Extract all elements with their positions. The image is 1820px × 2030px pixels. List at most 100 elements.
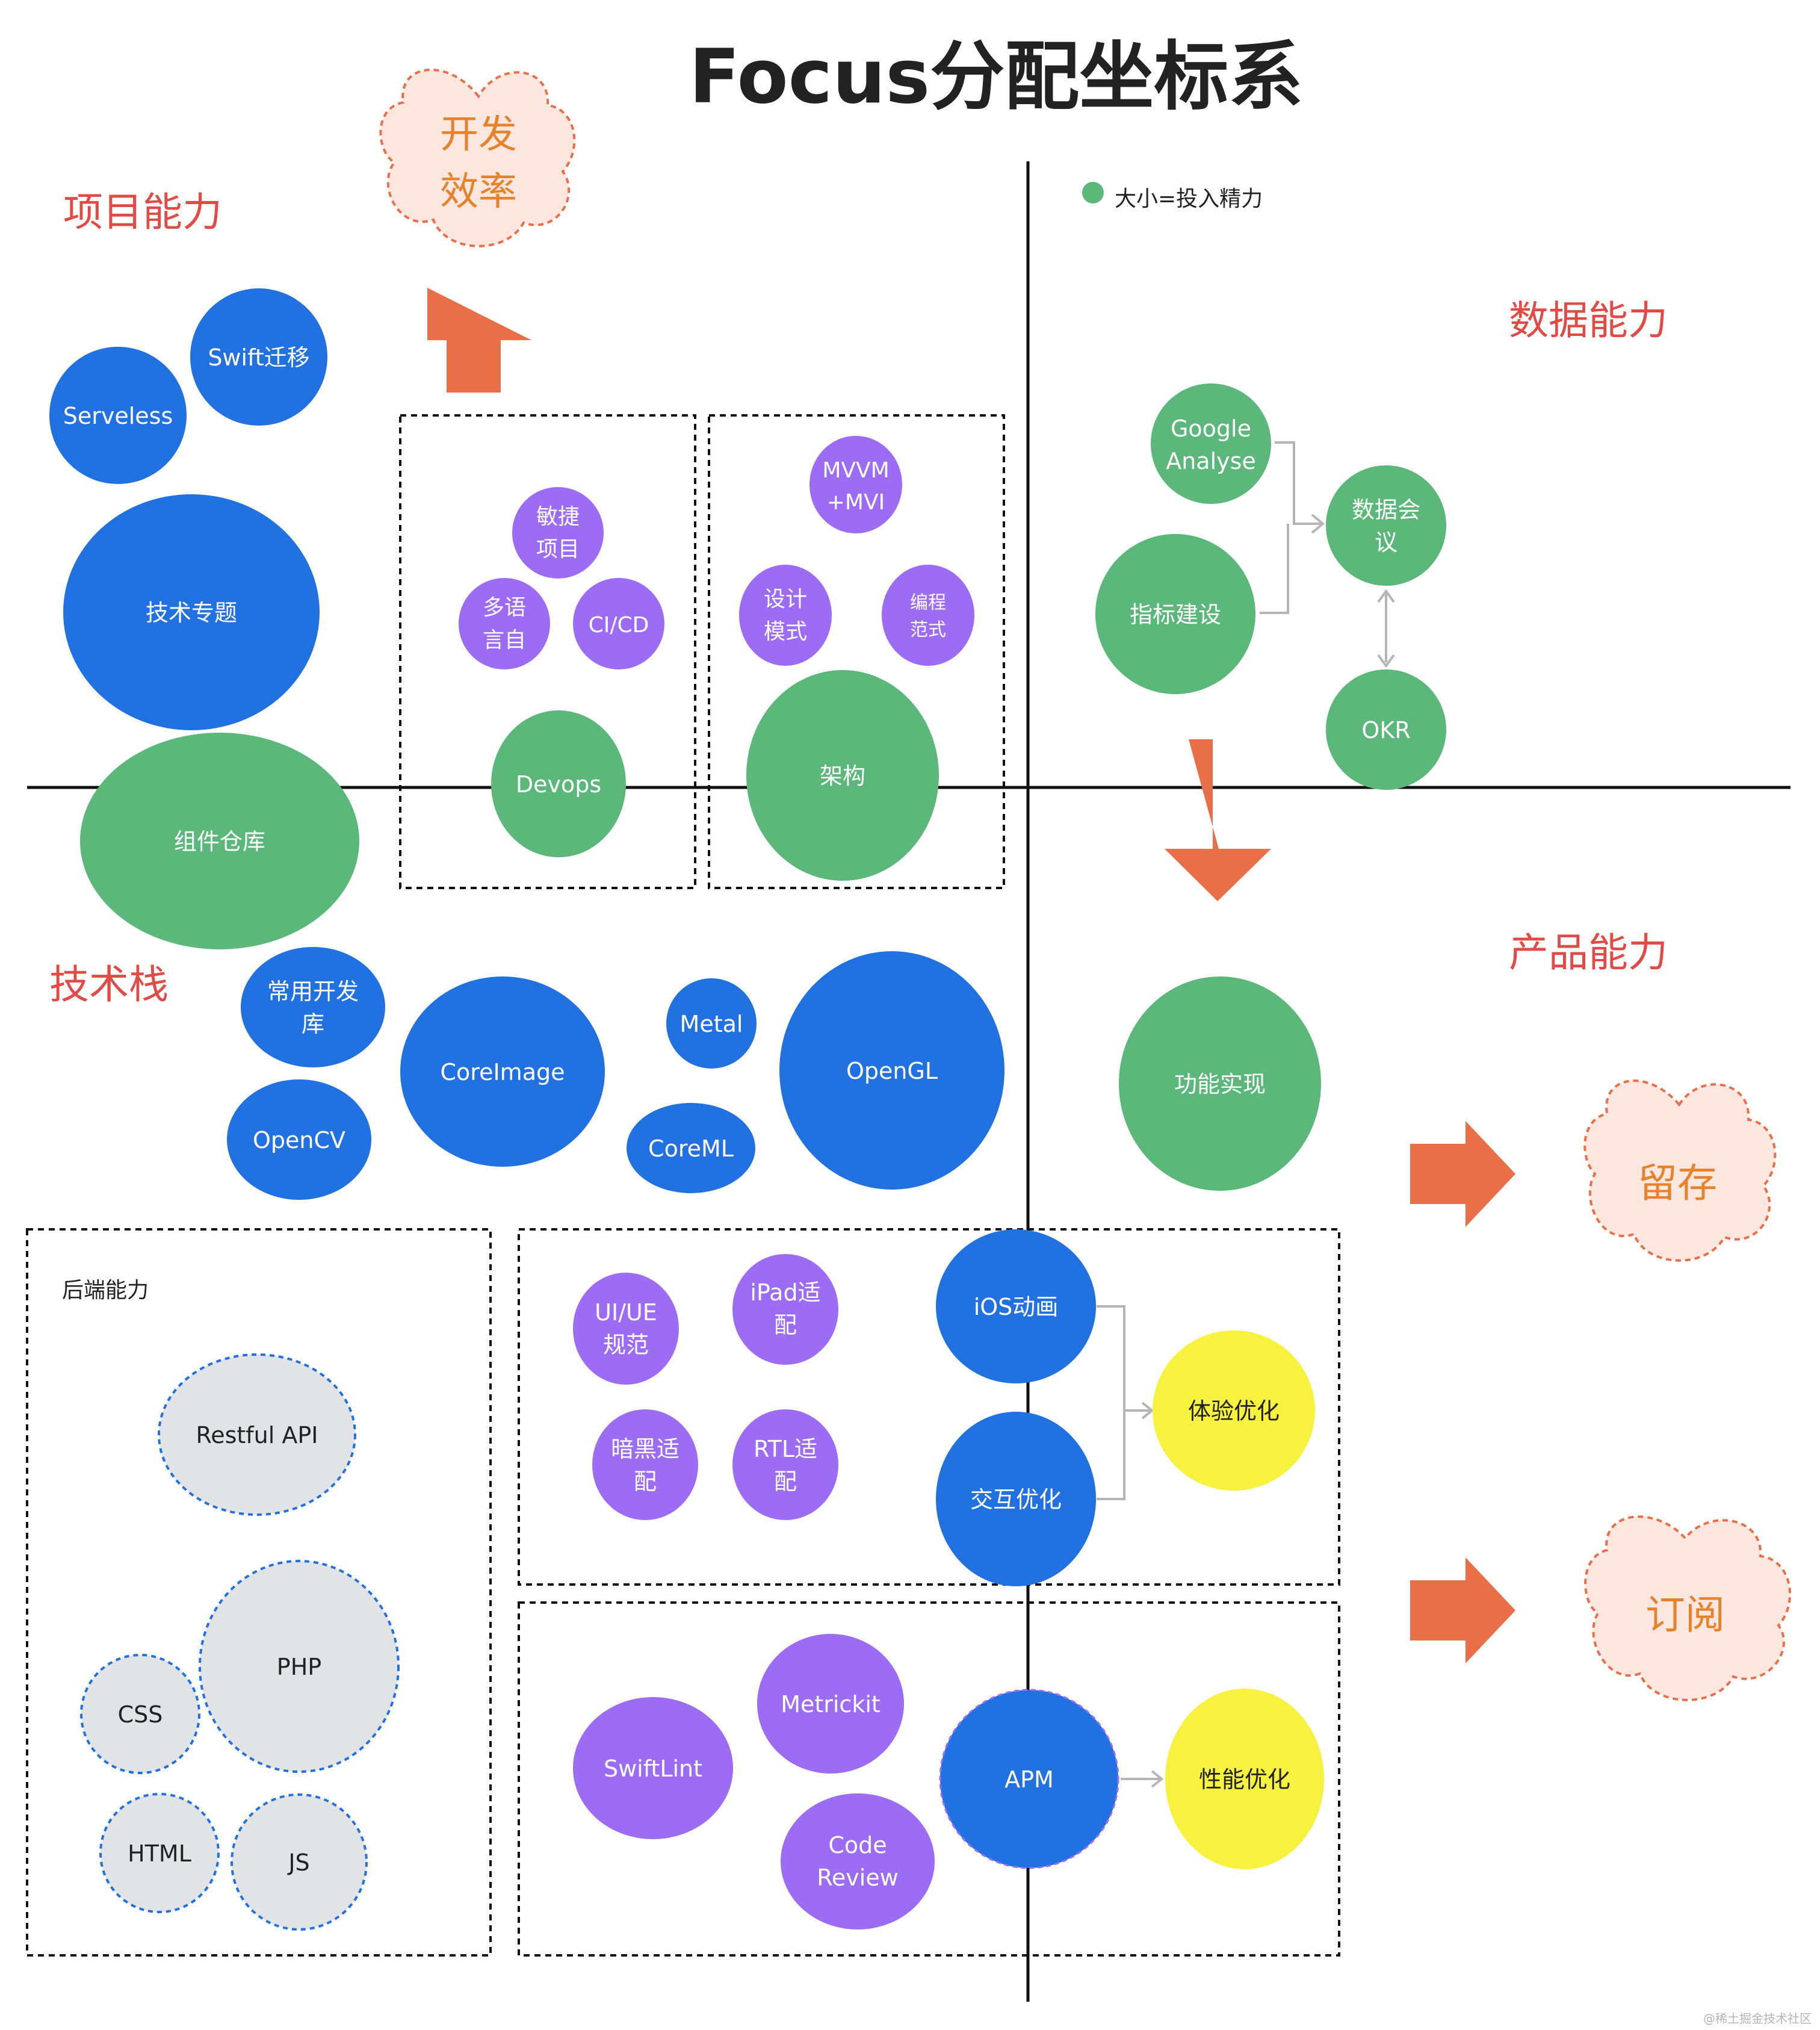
- performance-group-box: [518, 1601, 1340, 1957]
- node-label-common-1: 常用开发: [267, 978, 359, 1005]
- node-label-ga-1: Google: [1171, 415, 1251, 442]
- node-label-coreml: CoreML: [648, 1135, 734, 1162]
- node-label-apm: APM: [1004, 1766, 1054, 1793]
- node-architecture: [746, 670, 939, 881]
- node-label-html: HTML: [128, 1840, 191, 1867]
- connector-arrowhead-data: [1311, 514, 1325, 534]
- node-code-review: [781, 1793, 935, 1929]
- node-label-data-meeting-2: 议: [1375, 529, 1398, 556]
- node-label-php: PHP: [277, 1654, 321, 1680]
- node-ipad: [732, 1254, 838, 1365]
- node-interaction: [936, 1412, 1096, 1586]
- connector-arrowhead-up: [1377, 589, 1395, 603]
- node-label-dark-1: 暗黑适: [611, 1436, 679, 1462]
- node-opencv: [227, 1079, 371, 1200]
- experience-group-box: [518, 1228, 1340, 1586]
- node-label-rtl-1: RTL适: [754, 1436, 817, 1462]
- project-group-box: [399, 414, 696, 889]
- node-swiftlint: [573, 1697, 733, 1839]
- node-programming-paradigm: [882, 565, 974, 666]
- connector-ga: [1275, 441, 1321, 525]
- node-label-okr: OKR: [1361, 717, 1410, 743]
- node-php: [199, 1560, 400, 1773]
- cloud-label-dev: 开发: [440, 113, 517, 157]
- node-metric-building: [1095, 534, 1255, 694]
- node-component-repo: [80, 733, 359, 949]
- quadrant-label-tech: 技术栈: [49, 961, 169, 1008]
- node-dark-mode: [592, 1409, 698, 1520]
- watermark: @稀土掘金技术社区: [1703, 2011, 1812, 2026]
- node-label-perf: 性能优化: [1199, 1766, 1290, 1793]
- legend-dot: [1082, 182, 1104, 203]
- node-label-devops: Devops: [516, 771, 601, 798]
- node-metrickit: [757, 1634, 904, 1774]
- node-swift-migration: [190, 288, 327, 426]
- node-label-feature: 功能实现: [1174, 1071, 1266, 1097]
- node-label-design-1: 设计: [764, 587, 807, 612]
- node-apm: [939, 1689, 1119, 1869]
- page-title: Focus分配坐标系: [689, 34, 1303, 120]
- cloud-label-subscription: 订阅: [1645, 1592, 1725, 1638]
- node-label-paradigm-1: 编程: [910, 592, 946, 613]
- node-label-metric: 指标建设: [1130, 601, 1221, 628]
- node-label-css: CSS: [118, 1701, 163, 1728]
- cloud-label-efficiency: 效率: [440, 170, 517, 214]
- node-agile: [512, 487, 604, 579]
- node-label-uiue-2: 规范: [603, 1332, 649, 1358]
- node-label-opengl: OpenGL: [846, 1058, 938, 1084]
- node-label-opencv: OpenCV: [253, 1127, 345, 1153]
- node-label-ipad-1: iPad适: [750, 1279, 820, 1306]
- arrow-right-icon-retention: [1410, 1121, 1515, 1227]
- node-label-i18n-1: 多语: [483, 595, 526, 620]
- node-label-js: JS: [287, 1849, 309, 1876]
- node-coreml: [627, 1103, 755, 1193]
- node-i18n: [459, 578, 550, 669]
- node-label-mvvm-2: +MVI: [827, 490, 885, 515]
- connector-metric: [1260, 524, 1289, 614]
- node-label-mvvm-1: MVVM: [822, 458, 889, 483]
- cloud-retention: 留存: [1583, 1079, 1777, 1262]
- node-label-component: 组件仓库: [174, 828, 265, 855]
- node-label-codereview-2: Review: [817, 1864, 899, 1891]
- cloud-subscription: 订阅: [1584, 1515, 1792, 1701]
- arrow-down-icon: [1165, 739, 1271, 901]
- connector-arrowhead-experience: [1141, 1401, 1154, 1420]
- cloud-dev-efficiency: 开发 效率: [379, 69, 576, 247]
- node-data-meeting: [1326, 465, 1446, 586]
- node-label-cicd: CI/CD: [589, 613, 649, 638]
- quadrant-label-project: 项目能力: [63, 189, 222, 235]
- node-performance-opt: [1165, 1689, 1324, 1869]
- node-google-analyse: [1151, 383, 1271, 504]
- node-label-interaction: 交互优化: [970, 1486, 1062, 1513]
- node-ui-ue: [573, 1273, 679, 1385]
- backend-label: 后端能力: [62, 1278, 149, 1303]
- node-label-data-meeting-1: 数据会: [1352, 497, 1420, 523]
- node-label-agile-2: 项目: [536, 537, 580, 562]
- node-okr: [1326, 669, 1446, 790]
- node-label-paradigm-2: 范式: [910, 619, 946, 641]
- node-label-coreimage: CoreImage: [441, 1059, 565, 1085]
- arrow-right-icon-subscription: [1410, 1557, 1515, 1663]
- node-html: [99, 1793, 220, 1913]
- node-js: [231, 1793, 368, 1931]
- node-label-rtl-2: 配: [774, 1468, 797, 1495]
- node-css: [80, 1654, 200, 1774]
- node-label-dark-2: 配: [634, 1468, 657, 1495]
- node-label-arch: 架构: [820, 763, 865, 789]
- node-label-metrickit: Metrickit: [781, 1691, 881, 1718]
- node-serveless: [49, 347, 187, 484]
- node-label-experience: 体验优化: [1188, 1398, 1280, 1424]
- node-rtl: [732, 1409, 838, 1520]
- node-feature-impl: [1119, 976, 1321, 1191]
- node-mvvm: [809, 436, 902, 533]
- node-ios-animation: [936, 1229, 1096, 1383]
- connector-arrowhead-apm: [1151, 1770, 1164, 1788]
- node-label-codereview-1: Code: [828, 1832, 887, 1858]
- quadrant-label-product: 产品能力: [1509, 930, 1668, 976]
- node-coreimage: [400, 976, 605, 1167]
- node-label-swiftlint: SwiftLint: [604, 1755, 702, 1782]
- node-restful-api: [158, 1353, 356, 1516]
- node-common-libs: [241, 947, 385, 1067]
